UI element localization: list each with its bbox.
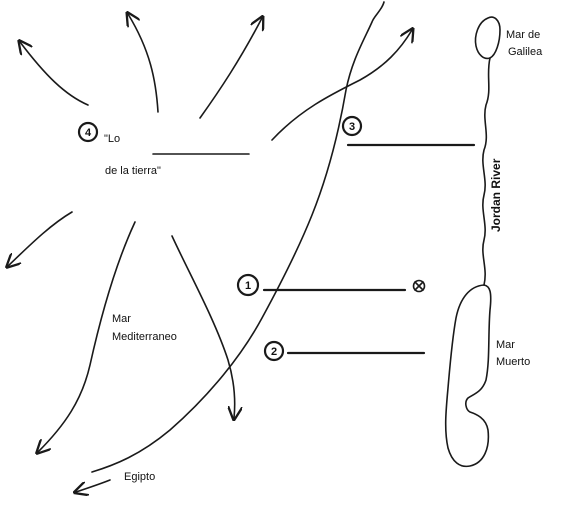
label-galilee-line1: Mar de <box>506 29 540 41</box>
label-dead-sea-line2: Muerto <box>496 356 530 368</box>
arrow-northeast <box>271 30 412 141</box>
marker-4: 4 <box>77 121 99 143</box>
label-mediterranean-line2: Mediterraneo <box>112 331 177 343</box>
jordan-river-line <box>482 57 491 286</box>
circled-x-marker-icon <box>412 279 426 293</box>
coastline-arrow-to-egypt <box>91 1 385 473</box>
marker-3: 3 <box>341 115 363 137</box>
label-ends-line1: "Lo <box>104 133 120 145</box>
arrow-southwest-small <box>76 479 111 492</box>
arrow-northwest <box>20 42 89 106</box>
arrow-west <box>8 211 73 266</box>
dead-sea-shape <box>444 284 492 468</box>
label-galilee-line2: Galilea <box>508 46 543 58</box>
marker-1: 1 <box>236 273 260 297</box>
label-dead-sea-line1: Mar <box>496 339 515 351</box>
label-ends-line2: de la tierra" <box>105 165 161 177</box>
arrow-north <box>128 14 159 113</box>
marker-1-number: 1 <box>245 280 251 292</box>
marker-4-number: 4 <box>85 127 92 139</box>
label-mediterranean-line1: Mar <box>112 313 131 325</box>
marker-3-number: 3 <box>349 121 355 133</box>
arrow-north-east <box>199 18 262 119</box>
marker-2-number: 2 <box>271 346 277 358</box>
sea-of-galilee-shape <box>474 16 501 60</box>
marker-2: 2 <box>263 340 285 362</box>
label-egypt: Egipto <box>124 471 155 483</box>
arrow-south <box>171 235 235 418</box>
label-jordan-river: Jordan River <box>489 158 503 232</box>
arrow-southwest-long <box>38 221 136 452</box>
